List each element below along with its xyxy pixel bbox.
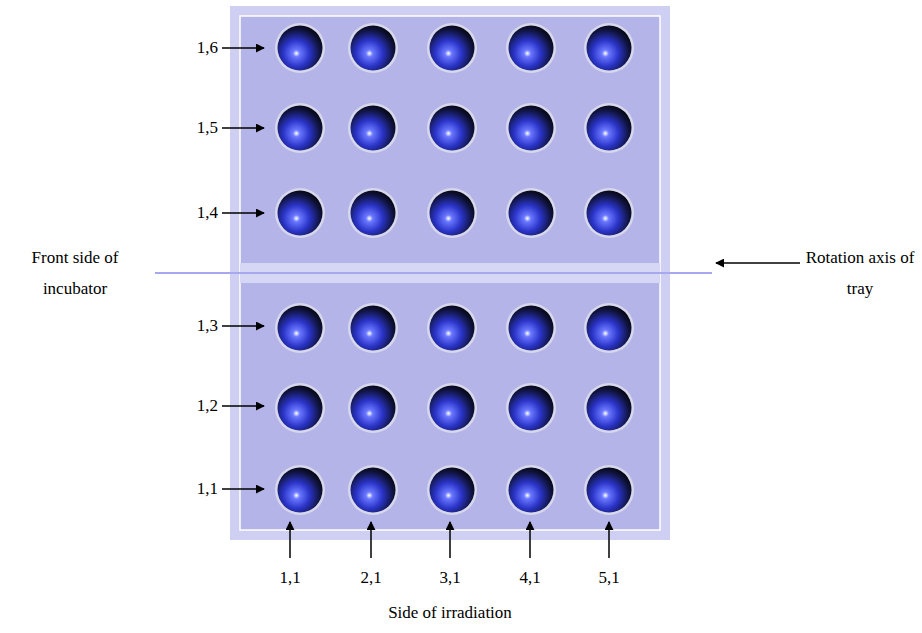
side-note: Front side of incubator bbox=[10, 242, 140, 305]
well bbox=[278, 386, 323, 431]
well-rim bbox=[584, 383, 634, 433]
well-rim bbox=[275, 188, 325, 238]
well bbox=[278, 468, 323, 513]
well-rim bbox=[275, 465, 325, 515]
well-rim bbox=[427, 188, 477, 238]
well-rim bbox=[348, 188, 398, 238]
well-rim bbox=[584, 188, 634, 238]
well bbox=[351, 386, 396, 431]
column-label: 2,1 bbox=[360, 562, 381, 594]
well bbox=[430, 468, 475, 513]
well-rim bbox=[506, 103, 556, 153]
well bbox=[278, 106, 323, 151]
well bbox=[430, 306, 475, 351]
rotation-axis bbox=[155, 272, 712, 274]
axis-note: Rotation axis of tray bbox=[801, 242, 919, 305]
row-label: 1,2 bbox=[197, 390, 218, 422]
well bbox=[278, 26, 323, 71]
well-rim bbox=[275, 103, 325, 153]
well-rim bbox=[275, 383, 325, 433]
column-label: 1,1 bbox=[279, 562, 300, 594]
pointer-arrows bbox=[222, 48, 800, 558]
column-label: 4,1 bbox=[519, 562, 540, 594]
well bbox=[430, 106, 475, 151]
well-rim bbox=[427, 303, 477, 353]
well bbox=[587, 468, 632, 513]
well-rim bbox=[506, 23, 556, 73]
well-rim bbox=[584, 303, 634, 353]
well bbox=[351, 306, 396, 351]
well bbox=[509, 26, 554, 71]
well-rim bbox=[427, 465, 477, 515]
well bbox=[430, 191, 475, 236]
row-label: 1,1 bbox=[197, 473, 218, 505]
well-rim bbox=[506, 383, 556, 433]
well bbox=[430, 386, 475, 431]
well-rim bbox=[348, 383, 398, 433]
well-rim bbox=[427, 23, 477, 73]
well bbox=[509, 191, 554, 236]
well-rim bbox=[275, 303, 325, 353]
well bbox=[587, 386, 632, 431]
row-label: 1,4 bbox=[197, 197, 218, 229]
well-rim bbox=[275, 23, 325, 73]
well bbox=[587, 191, 632, 236]
column-label: 5,1 bbox=[598, 562, 619, 594]
well bbox=[278, 191, 323, 236]
well bbox=[278, 306, 323, 351]
well bbox=[509, 106, 554, 151]
well-rim bbox=[427, 383, 477, 433]
row-label: 1,5 bbox=[197, 112, 218, 144]
well-rim bbox=[348, 465, 398, 515]
well bbox=[509, 386, 554, 431]
well bbox=[351, 468, 396, 513]
well bbox=[509, 306, 554, 351]
well-rim bbox=[584, 23, 634, 73]
well bbox=[351, 191, 396, 236]
well-rim bbox=[584, 465, 634, 515]
well-rim bbox=[506, 465, 556, 515]
well-rim bbox=[427, 103, 477, 153]
well bbox=[587, 26, 632, 71]
well bbox=[509, 468, 554, 513]
well bbox=[351, 26, 396, 71]
well bbox=[587, 106, 632, 151]
side-note: Side of irradiation bbox=[388, 597, 512, 629]
well bbox=[351, 106, 396, 151]
well-rim bbox=[584, 103, 634, 153]
well-rim bbox=[506, 188, 556, 238]
row-label: 1,6 bbox=[197, 32, 218, 64]
well-rim bbox=[348, 303, 398, 353]
well-grid bbox=[275, 23, 634, 515]
well-rim bbox=[506, 303, 556, 353]
well bbox=[587, 306, 632, 351]
well bbox=[430, 26, 475, 71]
column-label: 3,1 bbox=[439, 562, 460, 594]
well-rim bbox=[348, 103, 398, 153]
row-label: 1,3 bbox=[197, 310, 218, 342]
well-rim bbox=[348, 23, 398, 73]
